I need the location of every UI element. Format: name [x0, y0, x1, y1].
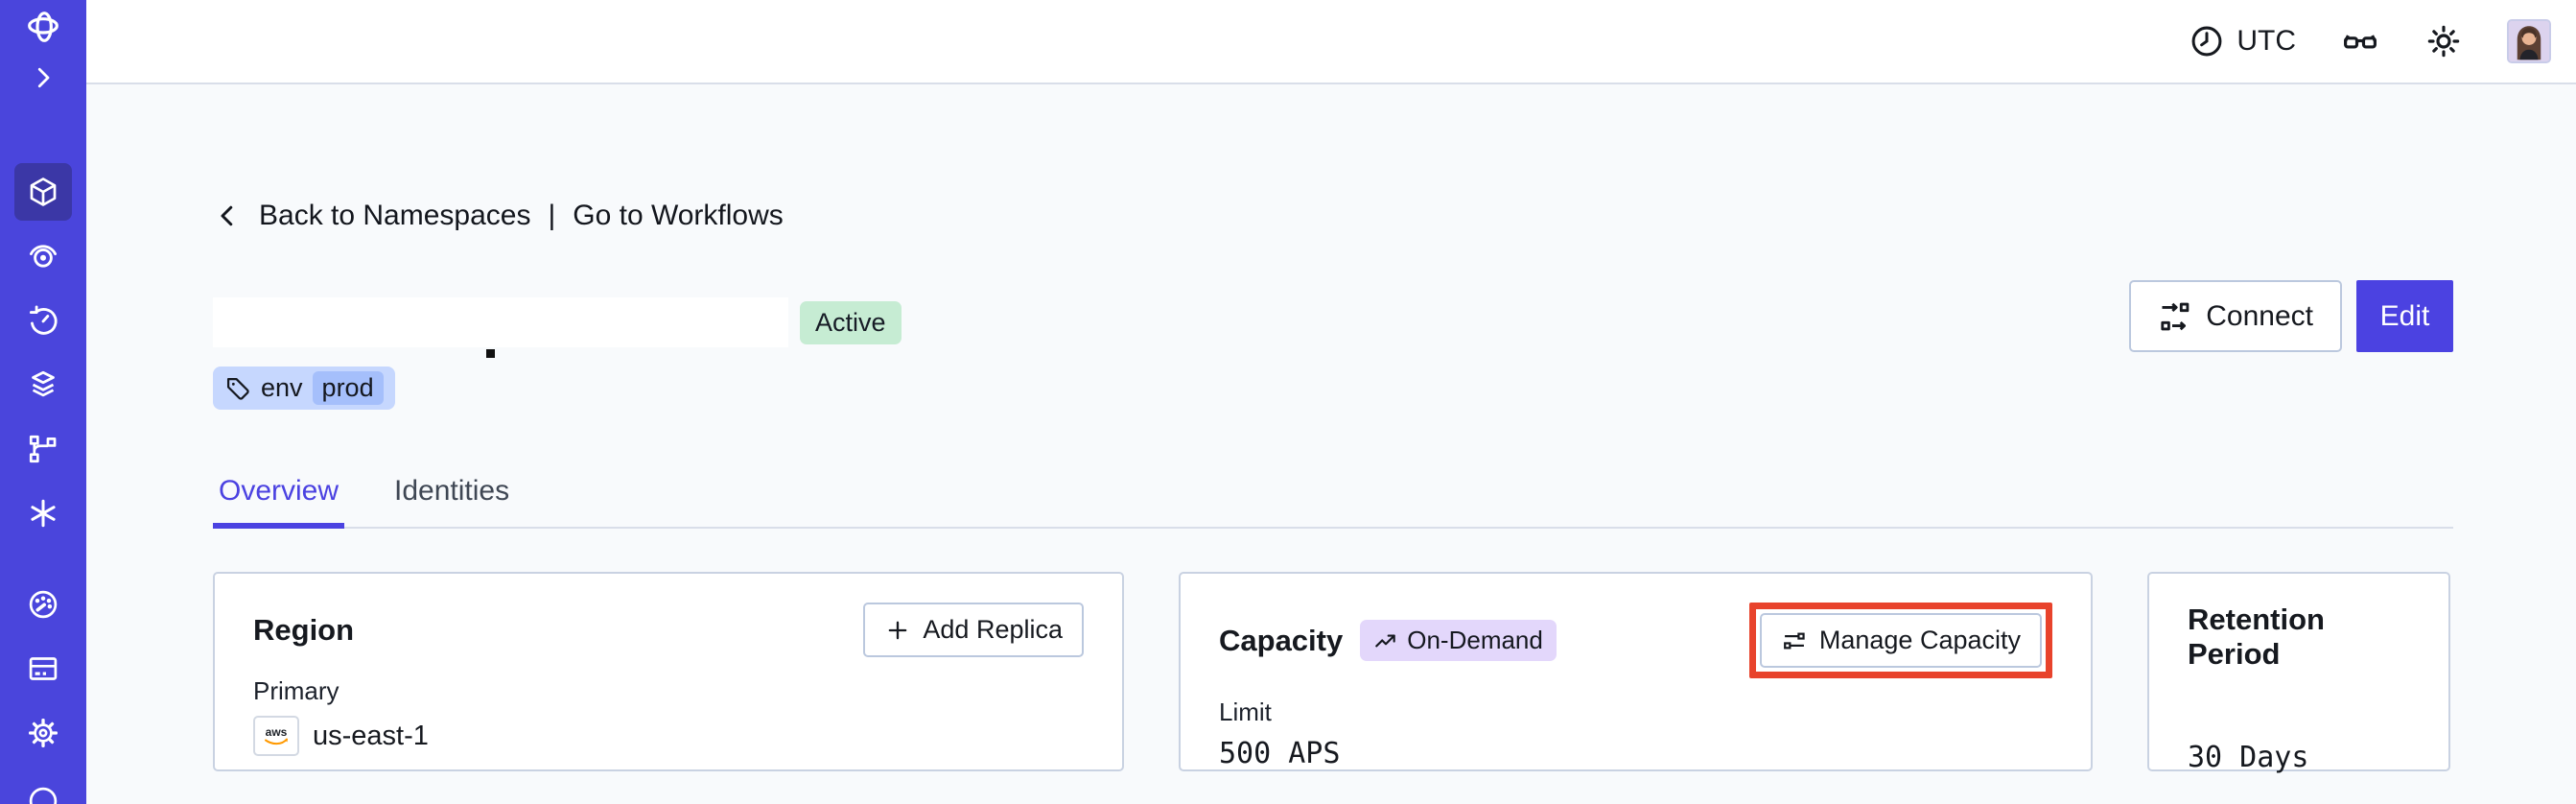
status-badge: Active: [800, 300, 902, 344]
capacity-card-title: Capacity: [1219, 623, 1344, 657]
region-value: us-east-1: [313, 720, 429, 751]
gear-icon: [29, 719, 58, 747]
credit-card-icon: [29, 657, 58, 680]
gauge-icon: [29, 590, 58, 619]
asterisk-icon: [31, 499, 56, 528]
on-demand-label: On-Demand: [1407, 626, 1543, 654]
cube-icon: [30, 177, 57, 206]
header-actions: Connect Edit: [2129, 280, 2453, 352]
spiral-icon: [29, 245, 58, 268]
sidebar-item-namespaces[interactable]: [14, 163, 72, 221]
edit-button[interactable]: Edit: [2356, 280, 2453, 352]
tab-overview[interactable]: Overview: [213, 475, 345, 529]
back-chevron-icon[interactable]: [213, 201, 242, 230]
plus-icon: [889, 621, 907, 639]
connect-button-label: Connect: [2206, 299, 2313, 332]
capacity-limit-label: Limit: [1219, 698, 1272, 726]
tab-bar: Overview Identities: [213, 475, 2453, 529]
sidebar-item-schedules[interactable]: [14, 292, 72, 349]
timezone-selector[interactable]: UTC: [2189, 23, 2296, 59]
timezone-label: UTC: [2236, 25, 2296, 57]
sidebar-item-deployments[interactable]: [14, 356, 72, 414]
back-to-namespaces-link[interactable]: Back to Namespaces: [259, 200, 531, 231]
retention-card-title: Retention Period: [2188, 603, 2325, 671]
tab-identities[interactable]: Identities: [394, 475, 510, 507]
theme-brightness-icon[interactable]: [2424, 22, 2463, 60]
layers-icon: [32, 370, 55, 397]
sidebar-item-workflows[interactable]: [14, 420, 72, 478]
sidebar-nav: [14, 163, 72, 549]
sidebar-item-usage[interactable]: [14, 576, 72, 633]
sidebar-nav-secondary: [14, 576, 72, 769]
breadcrumb-separator: |: [548, 200, 556, 231]
sidebar-item-nexus[interactable]: [14, 227, 72, 285]
sidebar-item-nexus-endpoints[interactable]: [14, 485, 72, 542]
sidebar-item-bottom-partial[interactable]: [14, 784, 72, 804]
summary-cards: Region Add Replica Primary aws: [213, 572, 2453, 774]
on-demand-badge: On-Demand: [1360, 620, 1557, 661]
namespace-title-area: Active env prod: [213, 280, 902, 410]
namespace-header: Active env prod: [213, 280, 2453, 410]
region-primary-label: Primary: [253, 676, 340, 705]
timer-icon: [29, 305, 58, 335]
add-replica-label: Add Replica: [923, 615, 1063, 644]
tag-key: env: [261, 373, 303, 402]
labs-glasses-icon[interactable]: [2340, 21, 2380, 61]
retention-card: Retention Period 30 Days: [2147, 572, 2450, 774]
circle-partial-icon: [29, 787, 58, 804]
region-card-title: Region: [253, 612, 355, 647]
trending-up-icon: [1375, 634, 1395, 647]
retention-value: 30 Days: [2188, 741, 2309, 774]
capacity-limit-value: 500 APS: [1219, 737, 1341, 770]
aws-provider-badge: aws: [253, 716, 299, 756]
svg-text:aws: aws: [266, 725, 288, 739]
branch-icon: [29, 435, 57, 463]
sidebar-item-billing[interactable]: [14, 640, 72, 698]
clock-icon: [2191, 26, 2222, 57]
sidebar-item-settings[interactable]: [14, 704, 72, 762]
redaction-artifact-dot: [486, 349, 495, 358]
go-to-workflows-link[interactable]: Go to Workflows: [573, 200, 784, 231]
manage-capacity-label: Manage Capacity: [1818, 626, 2021, 654]
topbar: UTC: [86, 0, 2576, 84]
tag-icon: [226, 377, 249, 400]
connect-flow-icon: [2161, 302, 2190, 330]
capacity-card: Capacity On-Demand: [1179, 572, 2093, 771]
sidebar: [0, 0, 86, 804]
annotation-highlight-box: Manage Capacity: [1748, 603, 2052, 678]
main-content: Back to Namespaces | Go to Workflows Act…: [86, 86, 2576, 804]
manage-capacity-button[interactable]: Manage Capacity: [1759, 613, 2042, 668]
edit-button-label: Edit: [2379, 299, 2430, 332]
breadcrumb: Back to Namespaces | Go to Workflows: [213, 200, 2453, 232]
aws-logo-icon: aws: [265, 725, 288, 745]
tag-value: prod: [312, 371, 384, 405]
namespace-title-redacted: [213, 297, 788, 347]
connect-button[interactable]: Connect: [2129, 280, 2342, 352]
temporal-logo-icon: [22, 8, 64, 46]
region-card: Region Add Replica Primary aws: [213, 572, 1124, 771]
user-avatar[interactable]: [2507, 19, 2551, 63]
sidebar-expand-chevron-icon[interactable]: [26, 63, 60, 92]
namespace-tag-chip[interactable]: env prod: [213, 367, 395, 410]
add-replica-button[interactable]: Add Replica: [863, 603, 1084, 657]
sliders-icon: [1783, 632, 1805, 649]
